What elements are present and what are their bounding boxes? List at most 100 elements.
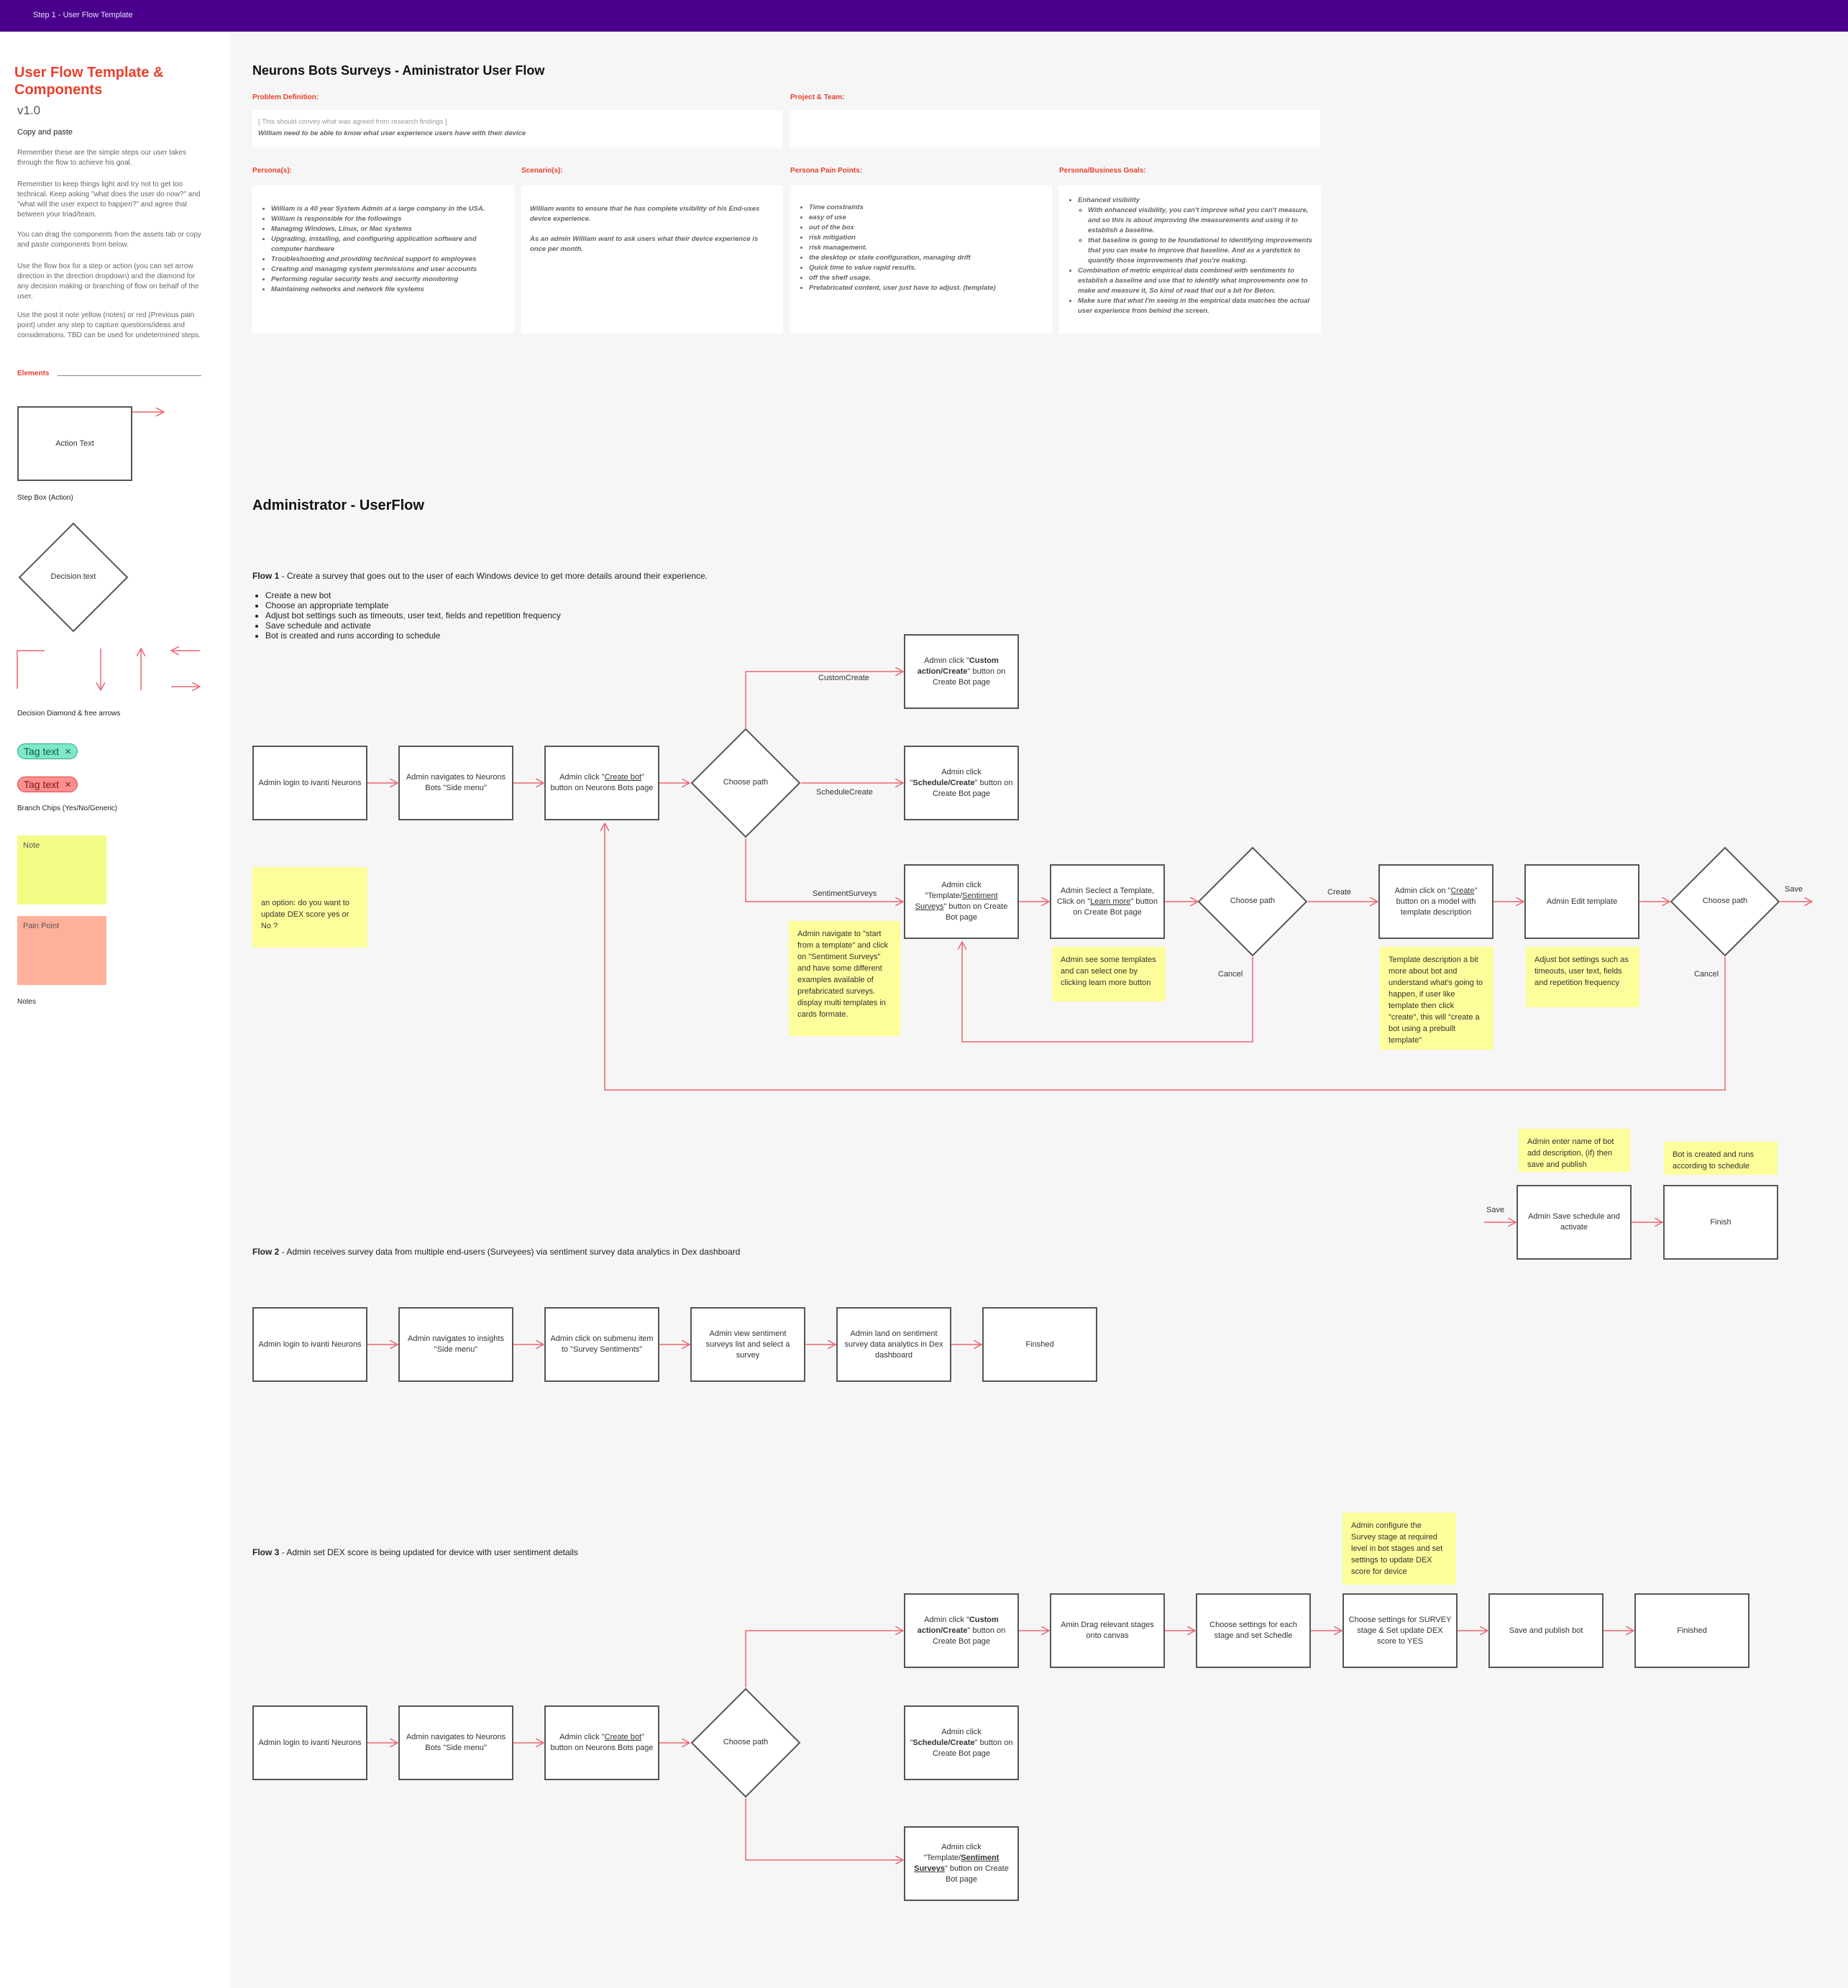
flow2-desc: - Admin receives survey data from multip… bbox=[279, 1247, 741, 1257]
note-navigate[interactable]: Admin navigate to "start from a template… bbox=[789, 921, 900, 1036]
flow1-desc: - Create a survey that goes out to the u… bbox=[279, 571, 708, 581]
pain-item: the desktop or state configuration, mana… bbox=[809, 253, 1043, 263]
create-bot-link[interactable]: Create bot bbox=[604, 1733, 642, 1741]
step-text: Admin click " bbox=[559, 773, 605, 782]
step-text: Admin Seclect a Template, Click on " bbox=[1057, 886, 1155, 906]
sample-step-box[interactable]: Action Text bbox=[17, 406, 132, 481]
step-save-publish[interactable]: Save and publish bot bbox=[1488, 1593, 1604, 1668]
sidebar-paragraph: Remember to keep things light and try no… bbox=[17, 180, 201, 219]
flow1-bullet: Create a new bot bbox=[265, 590, 561, 600]
step-finished[interactable]: Finshed bbox=[982, 1307, 1097, 1382]
step-finished[interactable]: Finished bbox=[1634, 1593, 1749, 1668]
tag-chip-no[interactable]: Tag text✕ bbox=[17, 777, 78, 792]
decision-text: Decision text bbox=[50, 572, 96, 581]
chips-caption: Branch Chips (Yes/No/Generic) bbox=[17, 805, 118, 812]
note-configure[interactable]: Admin configure the Survey stage at requ… bbox=[1342, 1513, 1456, 1585]
problem-hint: [ This should convey what was agreed fro… bbox=[258, 118, 447, 126]
step-text: " button on Neurons Bots page bbox=[550, 1733, 654, 1752]
note-bot-runs[interactable]: Bot is created and runs according to sch… bbox=[1664, 1142, 1778, 1175]
top-bar: Step 1 - User Flow Template bbox=[0, 0, 1848, 32]
sample-pain-point[interactable]: Pain Point bbox=[17, 916, 106, 985]
step-custom-create[interactable]: Admin click "Custom action/Create" butto… bbox=[904, 1593, 1019, 1668]
decision-label: Choose path bbox=[1702, 897, 1748, 905]
pain-item: risk management. bbox=[809, 243, 1043, 253]
close-icon[interactable]: ✕ bbox=[65, 747, 72, 756]
scenario-text: As an admin William want to ask users wh… bbox=[530, 235, 759, 253]
note-template-desc[interactable]: Template description a bit more about bo… bbox=[1380, 947, 1494, 1050]
persona-item: Maintaining networks and network file sy… bbox=[271, 285, 506, 295]
step-survey-settings[interactable]: Choose settings for SURVEY stage & Set u… bbox=[1342, 1593, 1458, 1668]
pain-item: risk mitigation bbox=[809, 233, 1043, 243]
step-login[interactable]: Admin login to ivanti Neurons bbox=[252, 746, 367, 820]
step-text-bold: Schedule/Create bbox=[912, 778, 975, 787]
tag-chip-text: Tag text bbox=[24, 746, 60, 757]
notes-caption: Notes bbox=[17, 998, 37, 1006]
create-link[interactable]: Create bbox=[1450, 886, 1475, 895]
step-template-sentiment[interactable]: Admin click "Template/Sentiment Surveys"… bbox=[904, 864, 1019, 939]
note-dex[interactable]: an option: do you want to update DEX sco… bbox=[252, 867, 367, 948]
step-text-bold: Schedule/Create bbox=[912, 1738, 975, 1747]
goals-label: Persona/Business Goals: bbox=[1059, 167, 1146, 175]
step-text: " button on Create Bot page bbox=[932, 1626, 1006, 1646]
flow1-bullet: Bot is created and runs according to sch… bbox=[265, 631, 561, 641]
step-create-bot[interactable]: Admin click "Create bot" button on Neuro… bbox=[544, 746, 659, 820]
step-text: " button on a model with template descri… bbox=[1396, 886, 1478, 917]
step-text: " button on Create Bot page bbox=[932, 1738, 1013, 1758]
path-label-sentiment: SentimentSurveys bbox=[813, 889, 877, 898]
step-schedule-create[interactable]: Admin click "Schedule/Create" button on … bbox=[904, 746, 1019, 820]
step-navigate[interactable]: Admin navigates to Neurons Bots "Side me… bbox=[398, 746, 513, 820]
close-icon[interactable]: ✕ bbox=[65, 780, 72, 789]
pain-points-label: Persona Pain Points: bbox=[790, 167, 863, 175]
step-template-sentiment[interactable]: Admin click "Template/Sentiment Surveys"… bbox=[904, 1826, 1019, 1901]
pain-item: Time constraints bbox=[809, 203, 1043, 213]
step-text: Admin click " bbox=[559, 1733, 605, 1741]
step-save-schedule[interactable]: Admin Save schedule and activate bbox=[1517, 1185, 1632, 1260]
flow1-label: Flow 1 bbox=[252, 571, 280, 581]
step-text: " button on Create Bot page bbox=[932, 667, 1006, 687]
decision-label: Choose path bbox=[723, 778, 769, 787]
path-label-custom: CustomCreate bbox=[818, 674, 869, 682]
learn-more-link[interactable]: Learn more bbox=[1090, 897, 1131, 906]
sidebar-paragraph: Use the flow box for a step or action (y… bbox=[17, 262, 199, 301]
step-land-dashboard[interactable]: Admin land on sentiment survey data anal… bbox=[836, 1307, 951, 1382]
goal-subitem: With enhanced visibility, you can't impr… bbox=[1088, 206, 1312, 236]
step-text: Admin click "Template/ bbox=[923, 1843, 982, 1862]
path-label-cancel: Cancel bbox=[1218, 970, 1243, 979]
flow2-heading: Flow 2 - Admin receives survey data from… bbox=[252, 1247, 740, 1257]
path-label-save: Save bbox=[1785, 885, 1803, 894]
step-choose-settings[interactable]: Choose settings for each stage and set S… bbox=[1196, 1593, 1311, 1668]
step-custom-create[interactable]: Admin click "Custom action/Create" butto… bbox=[904, 634, 1019, 709]
path-label-cancel: Cancel bbox=[1694, 970, 1719, 979]
step-box-caption: Step Box (Action) bbox=[17, 494, 73, 502]
step-text: Admin click " bbox=[910, 767, 982, 787]
pain-item: off the shelf usage. bbox=[809, 273, 1043, 283]
step-create-model[interactable]: Admin click on "Create" button on a mode… bbox=[1378, 864, 1494, 939]
note-name-bot[interactable]: Admin enter name of bot add description,… bbox=[1519, 1129, 1630, 1172]
userflow-title: Administrator - UserFlow bbox=[252, 498, 424, 513]
step-create-bot[interactable]: Admin click "Create bot" button on Neuro… bbox=[544, 1705, 659, 1780]
step-login[interactable]: Admin login to ivanti Neurons bbox=[252, 1705, 367, 1780]
version-label: v1.0 bbox=[17, 104, 41, 117]
step-navigate-insights[interactable]: Admin navigates to insights "Side menu" bbox=[398, 1307, 513, 1382]
step-edit-template[interactable]: Admin Edit template bbox=[1524, 864, 1639, 939]
persona-item: Troubleshooting and providing technical … bbox=[271, 255, 506, 265]
step-text: Admin click " bbox=[910, 1727, 982, 1747]
step-login[interactable]: Admin login to ivanti Neurons bbox=[252, 1307, 367, 1382]
create-bot-link[interactable]: Create bot bbox=[604, 773, 642, 782]
page-title: Neurons Bots Surveys - Aministrator User… bbox=[252, 63, 545, 78]
problem-label: Problem Definition: bbox=[252, 93, 319, 101]
persona-item: William is responsible for the following… bbox=[271, 214, 506, 224]
step-navigate[interactable]: Admin navigates to Neurons Bots "Side me… bbox=[398, 1705, 513, 1780]
step-schedule-create[interactable]: Admin click "Schedule/Create" button on … bbox=[904, 1705, 1019, 1780]
step-select-template[interactable]: Admin Seclect a Template, Click on "Lear… bbox=[1050, 864, 1165, 939]
step-view-surveys[interactable]: Admin view sentiment surveys list and se… bbox=[690, 1307, 805, 1382]
sample-note[interactable]: Note bbox=[17, 835, 106, 904]
step-drag-stages[interactable]: Amin Drag relevant stages onto canvas bbox=[1050, 1593, 1165, 1668]
step-finish[interactable]: Finish bbox=[1663, 1185, 1778, 1260]
note-learn-more[interactable]: Admin see some templates and can select … bbox=[1052, 947, 1166, 1002]
note-adjust[interactable]: Adjust bot settings such as timeouts, us… bbox=[1526, 947, 1639, 1007]
step-submenu[interactable]: Admin click on submenu item to "Survey S… bbox=[544, 1307, 659, 1382]
goal-subitem: that baseline is going to be foundationa… bbox=[1088, 236, 1312, 266]
tag-chip-yes[interactable]: Tag text ✕ bbox=[17, 743, 78, 759]
